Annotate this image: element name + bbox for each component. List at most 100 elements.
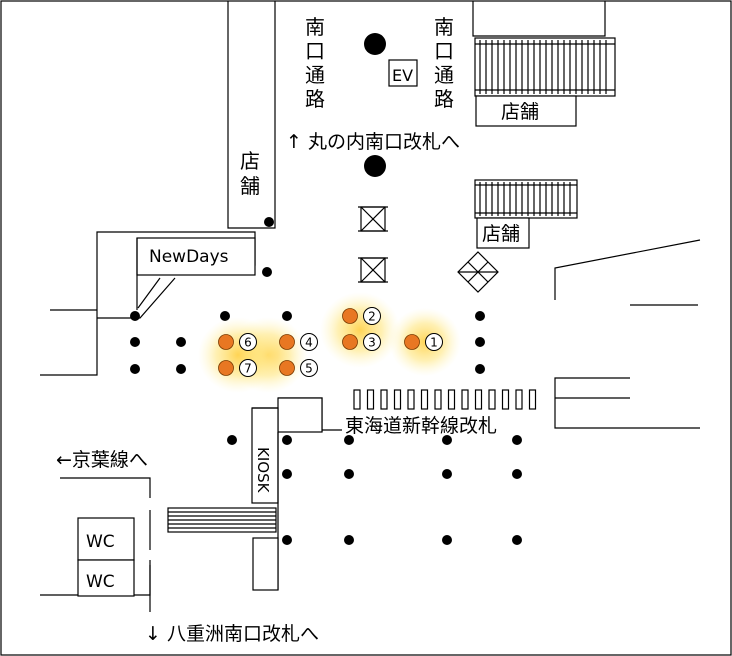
ticket-gate xyxy=(393,389,402,410)
pillar xyxy=(227,435,237,445)
wc-label-2: WC xyxy=(86,572,115,592)
tokaido-gates xyxy=(353,389,537,410)
escalator-top xyxy=(474,37,616,97)
newdays-box xyxy=(136,237,256,276)
pillar xyxy=(512,535,522,545)
waiting-spot-3: 3 xyxy=(342,333,381,351)
ticket-gate xyxy=(420,389,429,410)
pillar xyxy=(264,217,274,227)
pillar xyxy=(512,435,522,445)
waiting-spots: 1 2 3 4 5 6 7 xyxy=(198,292,461,393)
spot-number: 5 xyxy=(305,362,313,376)
pillar xyxy=(475,311,485,321)
ticket-gate xyxy=(407,389,415,410)
kiosk-label: KIOSK xyxy=(254,447,272,494)
newdays-diagonal xyxy=(97,277,176,319)
large-pillar-middle xyxy=(364,155,386,177)
shop-box-top xyxy=(475,95,577,127)
spot-dot xyxy=(342,308,358,324)
top-right-wall xyxy=(472,1,606,37)
spot-dot xyxy=(218,360,234,376)
wc-wall-top xyxy=(60,477,151,498)
south-passage-label-right: 南 口 通 路 xyxy=(434,15,454,111)
spot-number: 7 xyxy=(244,362,252,376)
pillar xyxy=(344,469,354,479)
spot-dot xyxy=(342,334,358,350)
ticket-gate xyxy=(528,389,537,410)
spot-number: 1 xyxy=(430,336,438,350)
right-wall-lower xyxy=(554,377,700,429)
pillar xyxy=(442,535,452,545)
kiosk-box xyxy=(251,407,279,504)
pillar xyxy=(282,311,292,321)
svg-text:口: 口 xyxy=(434,39,454,63)
pillar xyxy=(176,364,186,374)
pillar xyxy=(130,311,140,321)
stairs-lower xyxy=(167,507,277,533)
waiting-spot-1: 1 xyxy=(404,333,443,351)
spot-number: 4 xyxy=(305,336,313,350)
svg-text:通: 通 xyxy=(434,63,454,87)
spot-number: 2 xyxy=(368,310,376,324)
pillar xyxy=(262,267,272,277)
spot-glow xyxy=(320,292,400,368)
waiting-spot-4: 4 xyxy=(279,333,318,351)
svg-text:通: 通 xyxy=(305,63,325,87)
ticket-gate xyxy=(434,389,442,410)
diamond-icon xyxy=(457,251,499,293)
spot-number-circle xyxy=(363,307,381,325)
escalator-middle xyxy=(474,179,578,219)
spot-dot xyxy=(218,334,234,350)
left-wall-lower xyxy=(40,325,98,376)
wc-label-1: WC xyxy=(86,532,115,552)
pillar xyxy=(475,337,485,347)
newdays-label: NewDays xyxy=(149,247,229,267)
pillar xyxy=(512,469,522,479)
spot-dot xyxy=(279,360,295,376)
shop-label-top: 店舗 xyxy=(501,101,539,123)
ticket-gate xyxy=(353,389,361,410)
shop-label-middle: 店舗 xyxy=(482,223,520,245)
svg-text:路: 路 xyxy=(434,87,454,111)
svg-text:店: 店 xyxy=(240,149,260,173)
spot-dot xyxy=(279,334,295,350)
spot-number-circle xyxy=(239,359,257,377)
svg-text:舗: 舗 xyxy=(240,174,260,198)
spot-number: 3 xyxy=(368,336,376,350)
spot-dot xyxy=(404,334,420,350)
ticket-gate xyxy=(366,389,375,410)
pillar xyxy=(344,435,354,445)
pillar xyxy=(130,337,140,347)
gate-booth xyxy=(277,397,323,433)
waiting-spot-7: 7 xyxy=(218,359,257,377)
spot-number: 6 xyxy=(244,336,252,350)
shop-block-left xyxy=(227,1,276,229)
pillars xyxy=(130,217,522,545)
yaesu-direction: ↓ 八重洲南口改札へ xyxy=(145,623,319,645)
pillar xyxy=(282,469,292,479)
keiyo-direction: ←京葉線へ xyxy=(56,449,148,471)
pillar xyxy=(282,435,292,445)
shop-label-vertical: 店 舗 xyxy=(240,149,260,198)
waiting-spot-2: 2 xyxy=(342,307,381,325)
pillar xyxy=(475,364,485,374)
elevator-box xyxy=(388,59,418,87)
ticket-gate xyxy=(501,389,510,410)
waiting-spot-5: 5 xyxy=(279,359,318,377)
pillar xyxy=(344,535,354,545)
ticket-gate xyxy=(461,389,469,410)
shop-box-middle xyxy=(476,217,530,249)
marunouchi-direction: ↑ 丸の内南口改札へ xyxy=(286,131,460,153)
spot-number-circle xyxy=(300,333,318,351)
svg-text:南: 南 xyxy=(434,15,454,39)
lower-block xyxy=(252,537,279,591)
waiting-spot-6: 6 xyxy=(218,333,257,351)
wc-box-1 xyxy=(77,517,135,561)
ev-label: EV xyxy=(392,66,413,85)
newdays-diagonal-inner xyxy=(137,277,161,309)
pillar xyxy=(442,469,452,479)
pillar xyxy=(282,535,292,545)
gate-icon-1 xyxy=(358,206,388,232)
